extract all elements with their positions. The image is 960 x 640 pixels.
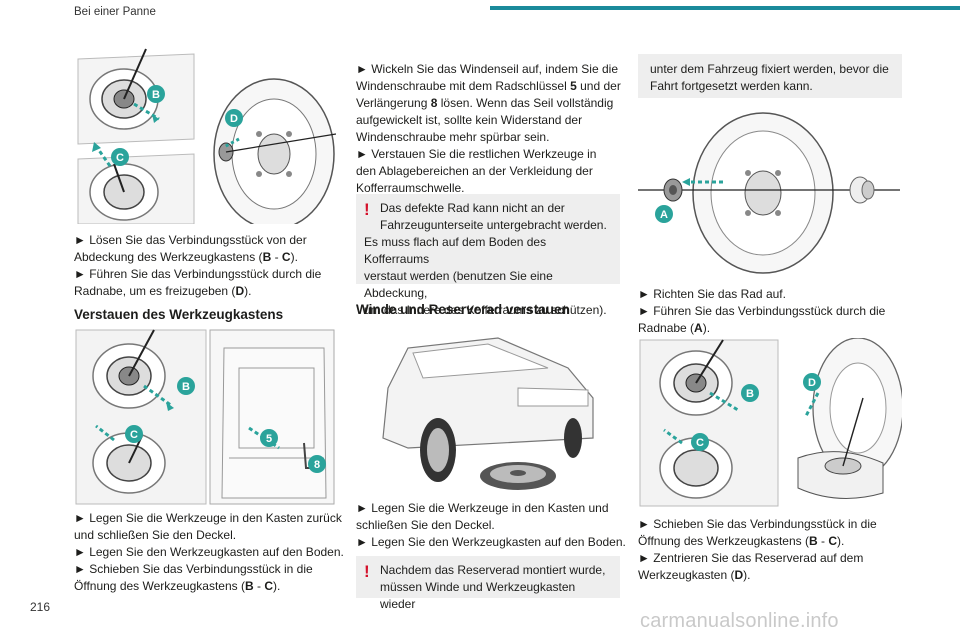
text-line: ► Zentrieren Sie das Reserverad auf dem	[638, 551, 864, 565]
text-line: Radnabe (A).	[638, 321, 711, 335]
figure-wheel-hub: A	[638, 108, 902, 278]
text-line: schließen Sie den Deckel.	[356, 518, 495, 532]
warning-box-defective-wheel: ! Das defekte Rad kann nicht an der Fahr…	[356, 194, 620, 317]
text-line: Öffnung des Werkzeugkastens (B - C).	[74, 579, 281, 593]
text-line: unter dem Fahrzeug fixiert werden, bevor…	[650, 62, 889, 76]
warning-line: Das defekte Rad kann nicht an der	[380, 201, 565, 215]
warning-icon: !	[364, 200, 370, 219]
text-line: Öffnung des Werkzeugkastens (B - C).	[638, 534, 845, 548]
continued-warning-box: unter dem Fahrzeug fixiert werden, bevor…	[638, 54, 902, 98]
warning-icon: !	[364, 562, 370, 581]
page-number: 216	[30, 600, 51, 614]
text-line: ► Legen Sie die Werkzeuge in den Kasten …	[74, 511, 342, 525]
text-line: aufgewickelt ist, sollte kein Widerstand…	[356, 113, 583, 127]
label-8: 8	[314, 459, 320, 471]
text-line: ► Führen Sie das Verbindungsstück durch …	[638, 304, 886, 318]
text-line: Kofferraumschwelle.	[356, 181, 465, 195]
text-line: ► Schieben Sie das Verbindungsstück in d…	[74, 562, 313, 576]
label-5: 5	[266, 433, 272, 445]
text-line: ► Führen Sie das Verbindungsstück durch …	[74, 267, 322, 281]
instructions-wind-cable: ► Wickeln Sie das Windenseil auf, indem …	[356, 61, 631, 197]
label-a: A	[660, 209, 668, 221]
text-line: ► Schieben Sie das Verbindungsstück in d…	[638, 517, 877, 531]
text-line: ► Verstauen Sie die restlichen Werkzeuge…	[356, 147, 597, 161]
figure-release-connector: B C D	[74, 44, 336, 224]
label-b: B	[182, 381, 190, 393]
warning-line: um das Innere des Kofferraums zu schütze…	[364, 303, 607, 317]
warning-line: müssen Winde und Werkzeugkasten wieder	[380, 580, 576, 611]
warning-line: Fahrzeugunterseite untergebracht werden.	[380, 218, 607, 232]
figure-center-spare-wheel: B C D	[638, 338, 902, 508]
text-line: Fahrt fortgesetzt werden kann.	[650, 79, 813, 93]
instructions-center-wheel: ► Schieben Sie das Verbindungsstück in d…	[638, 516, 918, 584]
label-c: C	[116, 152, 124, 164]
text-line: ► Legen Sie den Werkzeugkasten auf den B…	[74, 545, 344, 559]
text-line: den Ablagebereichen an der Verkleidung d…	[356, 164, 593, 178]
instructions-store-toolbox: ► Legen Sie die Werkzeuge in den Kasten …	[74, 510, 349, 595]
figure-store-toolbox: B C 5 8	[74, 328, 336, 506]
instructions-release: ► Lösen Sie das Verbindungsstück von der…	[74, 232, 344, 300]
text-line: Radnabe, um es freizugeben (D).	[74, 284, 252, 298]
label-c: C	[130, 429, 138, 441]
label-d: D	[230, 113, 238, 125]
instructions-hub: ► Richten Sie das Rad auf. ► Führen Sie …	[638, 286, 913, 337]
text-line: Abdeckung des Werkzeugkastens (B - C).	[74, 250, 298, 264]
text-line: Windenschraube mit dem Radschlüssel 5 un…	[356, 79, 621, 93]
text-line: Werkzeugkasten (D).	[638, 568, 751, 582]
warning-line: Es muss flach auf dem Boden des Kofferra…	[364, 235, 547, 266]
label-b: B	[152, 89, 160, 101]
warning-box-reattach: ! Nachdem das Reserverad montiert wurde,…	[356, 556, 620, 611]
text-line: ► Wickeln Sie das Windenseil auf, indem …	[356, 62, 618, 76]
heading-store-toolbox: Verstauen des Werkzeugkastens	[74, 307, 284, 322]
label-b: B	[746, 388, 754, 400]
heading-winch-spare-wheel: Winde und Reserverad verstauen	[356, 302, 570, 317]
figure-car-spare-wheel	[368, 328, 608, 493]
header-accent-bar	[490, 6, 960, 10]
text-line: Verlängerung 8 lösen. Wenn das Seil voll…	[356, 96, 614, 110]
text-line: ► Lösen Sie das Verbindungsstück von der	[74, 233, 307, 247]
warning-line: Nachdem das Reserverad montiert wurde,	[380, 563, 606, 577]
text-line: ► Legen Sie den Werkzeugkasten auf den B…	[356, 535, 626, 549]
header-section-title: Bei einer Panne	[74, 6, 156, 18]
watermark: carmanualsonline.info	[640, 610, 839, 632]
text-line: und schließen Sie den Deckel.	[74, 528, 237, 542]
text-line: ► Richten Sie das Rad auf.	[638, 287, 786, 301]
label-d: D	[808, 377, 816, 389]
label-c: C	[696, 437, 704, 449]
instructions-spare-wheel: ► Legen Sie die Werkzeuge in den Kasten …	[356, 500, 631, 551]
warning-line: verstaut werden (benutzen Sie eine Abdec…	[364, 269, 553, 300]
text-line: Windenschraube mehr spürbar sein.	[356, 130, 550, 144]
text-line: ► Legen Sie die Werkzeuge in den Kasten …	[356, 501, 609, 515]
